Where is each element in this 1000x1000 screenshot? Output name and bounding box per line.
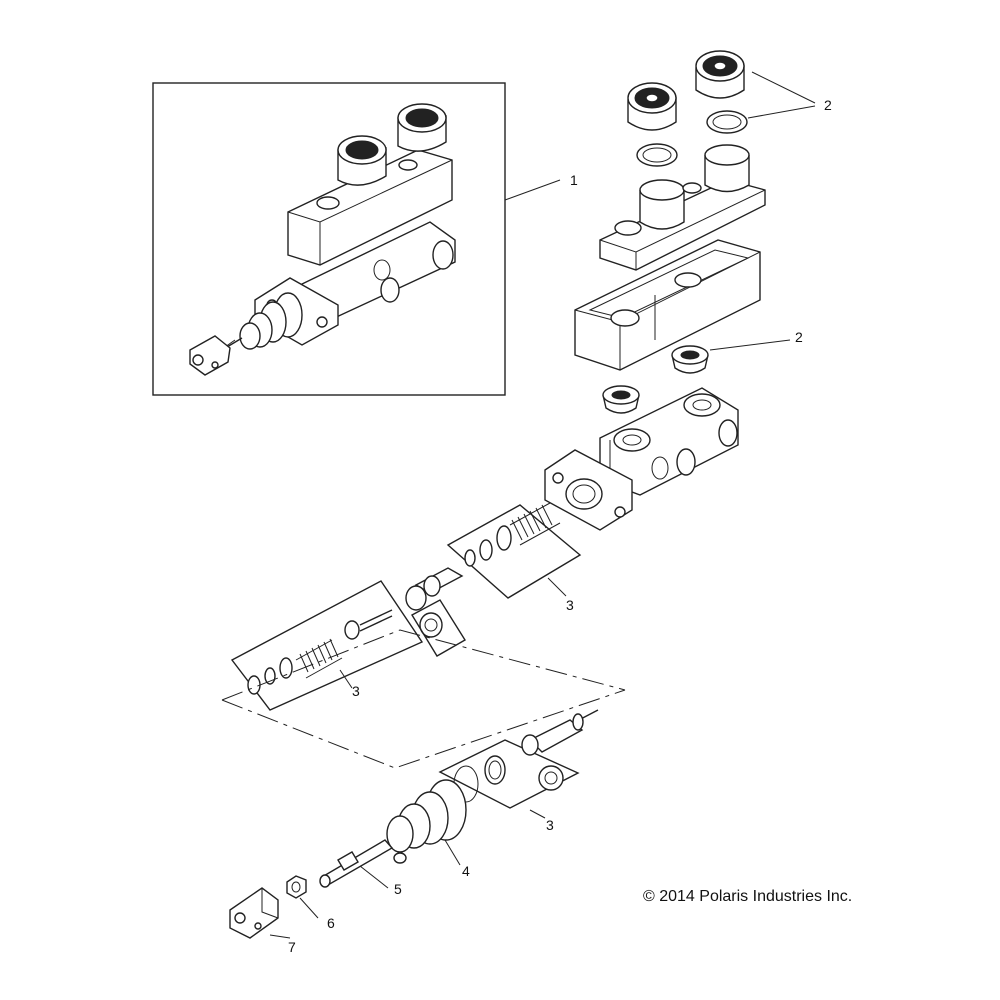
callout-3-upper: 3	[566, 597, 574, 613]
copyright-notice: © 2014 Polaris Industries Inc.	[643, 888, 853, 905]
reservoir-cap-rear	[695, 50, 745, 99]
cap-seal-rear	[706, 110, 748, 134]
assembly-inset	[152, 82, 506, 396]
reservoir-tank	[574, 239, 761, 371]
dust-boot	[386, 779, 467, 864]
callout-7: 7	[288, 939, 296, 955]
seal-kit-middle	[230, 580, 424, 711]
cap-seal-front	[636, 143, 678, 167]
master-cylinder-body	[544, 387, 739, 531]
reservoir-cover	[599, 144, 766, 271]
callout-2-grommets: 2	[795, 329, 803, 345]
callout-3-lower: 3	[546, 817, 554, 833]
grommet-rear	[671, 345, 709, 374]
clevis	[229, 887, 279, 939]
callout-1: 1	[570, 172, 578, 188]
callout-4: 4	[462, 863, 470, 879]
pushrod	[319, 839, 394, 888]
callout-5: 5	[394, 881, 402, 897]
grommet-front	[602, 385, 640, 414]
seal-kit-upper	[405, 502, 582, 657]
seal-kit-lower	[438, 709, 599, 809]
reservoir-cap-front	[627, 82, 677, 131]
callout-3-middle: 3	[352, 683, 360, 699]
callout-6: 6	[327, 915, 335, 931]
jam-nut	[286, 875, 307, 899]
callout-2-caps: 2	[824, 97, 832, 113]
